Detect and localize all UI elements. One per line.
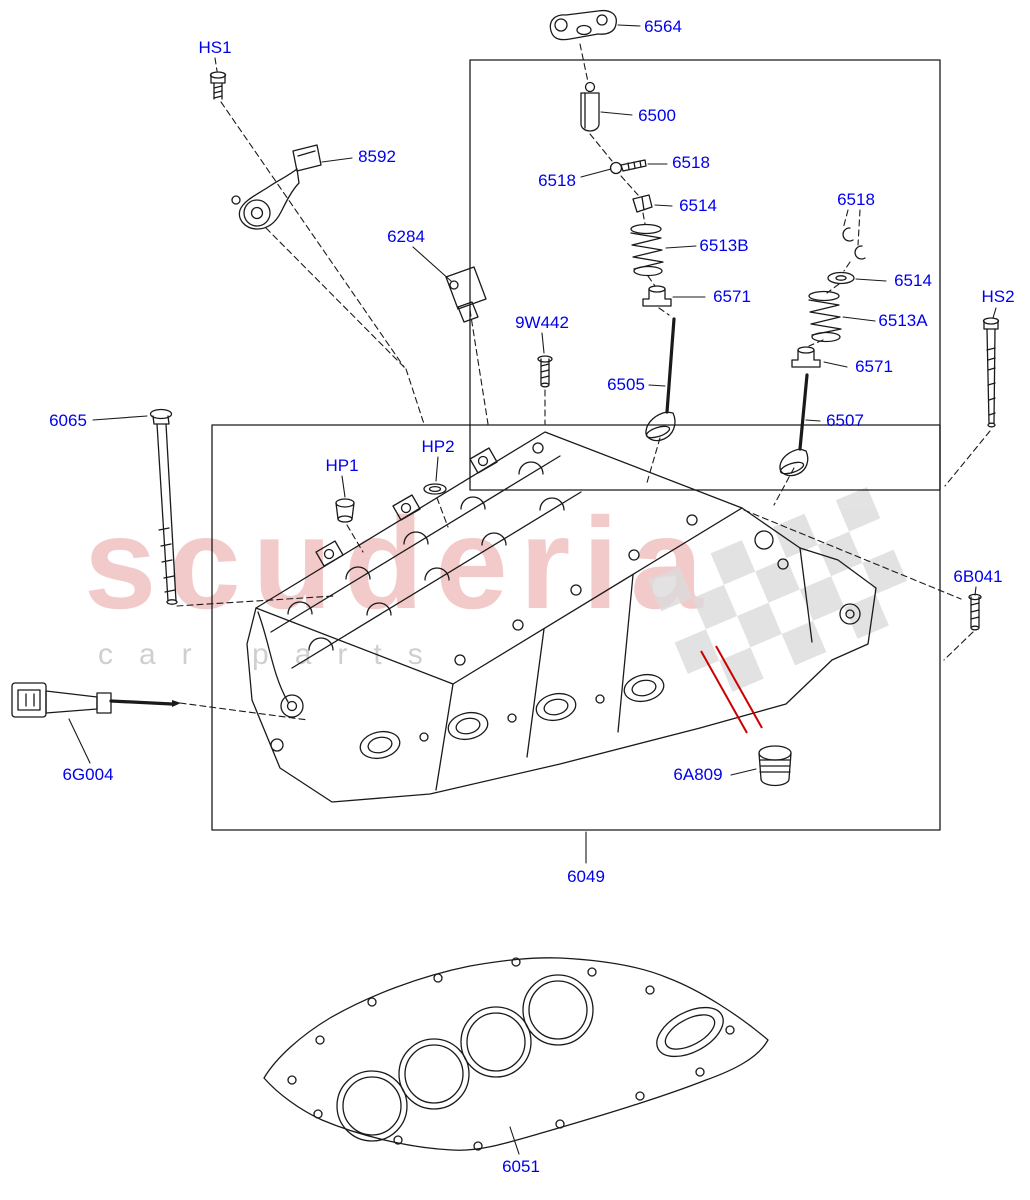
- red-pointer-lines: [700, 645, 763, 734]
- part-label-6513b[interactable]: 6513B: [699, 236, 749, 255]
- part-drawing-6571-upper-seal: [642, 285, 672, 307]
- part-drawing-6571-right-seal: [791, 346, 821, 368]
- part-label-6049[interactable]: 6049: [567, 867, 605, 886]
- part-label-6051[interactable]: 6051: [502, 1157, 540, 1176]
- checkered-flag-watermark: [648, 487, 907, 692]
- part-label-6284[interactable]: 6284: [387, 227, 425, 246]
- part-drawing-6513b-spring: [630, 223, 664, 277]
- part-label-6507[interactable]: 6507: [826, 411, 864, 430]
- part-label-8592[interactable]: 8592: [358, 147, 396, 166]
- part-drawing-6g004-temp-sensor: [11, 682, 181, 718]
- cylinder-head-frame: [211, 424, 941, 831]
- cylinder-head-drawing: [246, 431, 877, 803]
- head-gasket-drawing: [263, 957, 769, 1151]
- part-label-hp2[interactable]: HP2: [421, 437, 455, 456]
- part-drawing-6513a-spring: [808, 290, 842, 343]
- part-label-6065[interactable]: 6065: [49, 411, 87, 430]
- part-label-9w442[interactable]: 9W442: [515, 313, 569, 332]
- part-label-6505[interactable]: 6505: [607, 375, 645, 394]
- part-label-6571-right[interactable]: 6571: [855, 357, 893, 376]
- part-drawing-6b041-stud: [968, 593, 982, 631]
- part-drawing-9w442-stud: [537, 355, 553, 388]
- part-drawing-6514-collet: [632, 194, 653, 213]
- part-label-6518-upper-right[interactable]: 6518: [672, 153, 710, 172]
- part-label-6514-upper[interactable]: 6514: [679, 196, 717, 215]
- part-drawing-6507-exhaust-valve: [779, 373, 809, 477]
- part-label-hp1[interactable]: HP1: [325, 456, 359, 475]
- part-label-6564[interactable]: 6564: [644, 17, 682, 36]
- part-label-6518-right[interactable]: 6518: [837, 190, 875, 209]
- part-label-6500[interactable]: 6500: [638, 106, 676, 125]
- part-drawing-6505-intake-valve: [645, 317, 676, 442]
- part-drawing-hs2-bolt: [982, 317, 1000, 428]
- part-label-6513a[interactable]: 6513A: [878, 311, 928, 330]
- part-label-6a809[interactable]: 6A809: [673, 765, 723, 784]
- part-drawing-6065-head-bolt: [149, 408, 178, 605]
- part-drawing-6518-bolt: [609, 159, 647, 175]
- part-drawing-6a809-cup-plug: [758, 745, 792, 787]
- part-label-6518-upper-left[interactable]: 6518: [538, 171, 576, 190]
- watermark-subtext: car parts: [98, 638, 449, 671]
- part-drawing-6518-keepers: [842, 227, 866, 260]
- part-drawing-8592-sensor: [231, 144, 322, 230]
- part-label-6571-upper[interactable]: 6571: [713, 287, 751, 306]
- part-drawing-6284-oil-control-valve: [445, 266, 487, 323]
- valve-group-frame: [469, 59, 941, 491]
- part-drawing-6564-rocker-arm: [549, 9, 617, 41]
- part-drawing-hs1-bolt: [209, 71, 227, 100]
- part-label-6g004[interactable]: 6G004: [62, 765, 114, 784]
- part-drawing-6514-washer: [827, 271, 855, 285]
- part-label-6b041[interactable]: 6B041: [953, 567, 1003, 586]
- part-label-6514-right[interactable]: 6514: [894, 271, 932, 290]
- part-label-hs1[interactable]: HS1: [198, 38, 232, 57]
- part-drawing-hp1-plug: [335, 498, 355, 523]
- group-frames: [211, 59, 941, 831]
- part-label-hs2[interactable]: HS2: [981, 287, 1015, 306]
- part-drawing-hp2-ring: [423, 483, 447, 495]
- part-drawing-6500-lash-adjuster: [580, 81, 600, 132]
- leader-lines-solid: [68, 24, 997, 1155]
- leader-lines-dashed: [176, 43, 991, 721]
